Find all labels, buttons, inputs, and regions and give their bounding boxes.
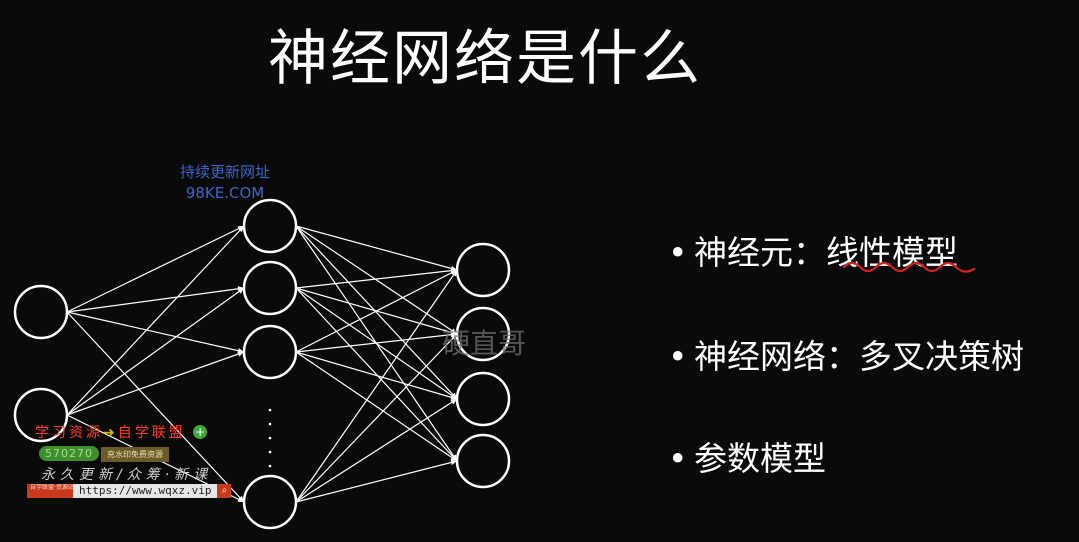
ellipsis-dot: [268, 422, 272, 426]
network-edge: [66, 287, 245, 416]
bullet-dot: •: [668, 439, 688, 478]
network-edge: [295, 225, 458, 335]
watermark-site-line2: 98KE.COM: [185, 184, 265, 202]
edge-arrowhead: [450, 455, 457, 461]
network-node-layer2: [242, 474, 298, 530]
network-edge: [66, 287, 245, 313]
edge-arrowhead: [237, 496, 244, 502]
network-edge: [66, 225, 245, 416]
watermark-site-line1: 持续更新网址: [179, 163, 270, 181]
network-node-layer2: [242, 260, 298, 316]
edge-arrowhead: [237, 288, 244, 294]
network-edge: [66, 311, 245, 353]
network-node-layer3: [455, 242, 511, 298]
watermark-author: 硬直哥: [442, 327, 527, 360]
network-edge: [295, 225, 458, 271]
network-node-layer3: [455, 371, 511, 427]
ellipsis-dot: [268, 408, 272, 412]
badge-row-update: 永久更新/众筹·新课: [41, 467, 213, 483]
network-edge: [295, 333, 458, 353]
edge-arrowhead: [451, 270, 457, 277]
network-nodes: [13, 198, 511, 530]
network-edge: [66, 351, 245, 416]
network-edge: [295, 269, 458, 503]
bullet-dot: •: [668, 337, 688, 376]
hidden-ellipsis: [268, 408, 272, 468]
network-edge: [295, 398, 458, 503]
network-node-layer1: [13, 284, 69, 340]
network-edge: [295, 351, 458, 400]
network-edge: [295, 333, 458, 503]
badge-recommend: 充水印免费资源: [101, 447, 169, 462]
arrow-right-icon: ➜: [103, 425, 118, 441]
edge-arrowhead: [237, 351, 244, 357]
badge-row-resources: 学习资源➜自学联盟 +: [35, 422, 208, 442]
ellipsis-dot: [268, 464, 272, 468]
bullet-network: •神经网络：多叉决策树: [668, 330, 1024, 378]
network-edge: [295, 460, 458, 503]
network-node-layer1: [13, 387, 69, 443]
network-edge: [295, 269, 458, 353]
edge-arrowhead: [450, 399, 457, 405]
badge-alliance-text: 自学联盟: [117, 425, 186, 441]
network-edge: [295, 351, 458, 462]
network-edge: [66, 225, 245, 313]
network-edge: [295, 287, 458, 462]
edge-arrowhead: [450, 334, 457, 341]
badge-tag: 自学联盟·资源站: [27, 484, 73, 498]
search-icon: ⌕: [217, 484, 232, 498]
badge-resources-text: 学习资源: [35, 425, 103, 441]
network-node-layer3: [455, 306, 511, 362]
bullet-dot: •: [668, 233, 688, 272]
plus-icon: +: [193, 425, 208, 439]
bullet-network-label: 神经网络：多叉决策树: [694, 337, 1024, 376]
badge-url: https://www.wqxz.vip: [73, 484, 218, 498]
network-node-layer2: [242, 324, 298, 380]
slide-title: 神经网络是什么: [268, 24, 702, 94]
watermark-site: 持续更新网址 98KE.COM: [165, 162, 285, 204]
network-node-layer3: [455, 433, 511, 489]
ellipsis-dot: [268, 436, 272, 440]
network-node-layer2: [242, 198, 298, 254]
bullet-neuron-label: 神经元：: [694, 233, 826, 272]
ellipsis-dot: [268, 450, 272, 454]
badge-qq: 570270: [39, 446, 99, 461]
edge-arrowhead: [450, 459, 457, 466]
network-edge: [295, 225, 458, 400]
network-edge: [66, 311, 245, 503]
bullet-parametric-label: 参数模型: [694, 439, 826, 478]
edge-arrowhead: [450, 394, 457, 400]
bullet-parametric: •参数模型: [668, 432, 826, 480]
edge-arrowhead: [237, 226, 244, 233]
red-underline-annotation: [842, 261, 976, 273]
network-edge: [295, 269, 458, 289]
